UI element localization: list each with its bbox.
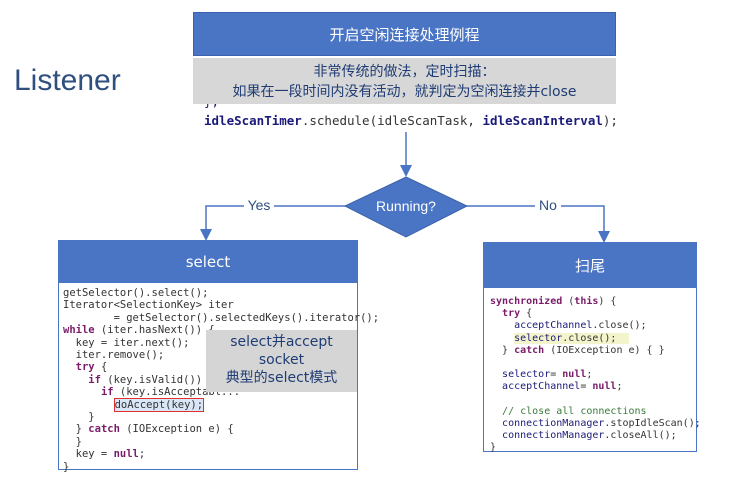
note-line-2: 如果在一段时间内没有活动，就判定为空闲连接并close bbox=[232, 84, 577, 100]
arrow-yes bbox=[200, 205, 349, 241]
slide-title: Listener bbox=[14, 64, 121, 97]
overlay-line-1: select并accept bbox=[230, 334, 333, 350]
cleanup-panel: 扫尾 synchronized (this) { try { acceptCha… bbox=[483, 242, 701, 453]
decision-label: Running? bbox=[376, 198, 436, 214]
select-note-overlay: select并accept socket 典型的select模式 bbox=[206, 330, 357, 392]
arrow-no bbox=[463, 205, 610, 243]
do-accept-highlight: doAccept(key); bbox=[113, 397, 205, 412]
decision-diamond bbox=[343, 176, 469, 238]
overlay-line-2: socket bbox=[258, 352, 305, 368]
idle-handler-box: 开启空闲连接处理例程 bbox=[193, 12, 616, 56]
cleanup-panel-header: 扫尾 bbox=[484, 243, 696, 288]
cleanup-code: synchronized (this) { try { acceptChanne… bbox=[490, 296, 701, 454]
select-code: getSelector().select(); Iterator<Selecti… bbox=[63, 287, 380, 473]
yes-label: Yes bbox=[248, 197, 271, 213]
select-panel-header: select bbox=[59, 241, 357, 283]
overlay-line-3: 典型的select模式 bbox=[225, 370, 338, 386]
note-box: 非常传统的做法，定时扫描： 如果在一段时间内没有活动，就判定为空闲连接并clos… bbox=[193, 58, 616, 104]
schedule-code: idleScanTimer.schedule(idleScanTask, idl… bbox=[204, 113, 618, 128]
note-line-1: 非常传统的做法，定时扫描： bbox=[313, 64, 496, 80]
no-label: No bbox=[539, 197, 557, 213]
